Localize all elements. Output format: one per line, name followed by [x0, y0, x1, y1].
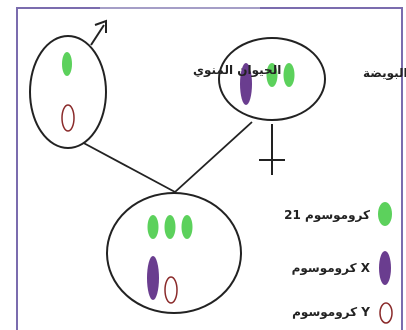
sperm-cell-outline	[29, 35, 107, 149]
sperm-label: الحيوان المنوي	[193, 63, 281, 78]
legend-label-chromosome-y: كروموسوم Y	[292, 305, 370, 320]
zygote-chromosome-x	[147, 256, 159, 300]
zygote-chromosome-21	[181, 215, 193, 239]
zygote-cell	[106, 192, 242, 314]
sperm-cell	[29, 19, 107, 149]
egg-cell	[218, 37, 326, 175]
egg-connector-line	[174, 121, 253, 193]
zygote-cell-outline	[106, 192, 242, 314]
egg-chromosome-x	[240, 63, 252, 105]
legend-label-chromosome-21: كروموسوم 21	[284, 208, 370, 223]
egg-label: البويضة	[363, 66, 406, 81]
egg-chromosome-21	[266, 63, 278, 87]
zygote-chromosome-y	[164, 276, 178, 304]
legend-label-chromosome-x: كروموسوم X	[292, 261, 371, 276]
egg-chromosome-21	[283, 63, 295, 87]
male-symbol-icon	[90, 24, 105, 46]
legend-swatch-chromosome-y	[379, 302, 393, 324]
zygote-chromosome-21	[164, 215, 176, 239]
sperm-connector-line	[77, 139, 176, 193]
zygote-chromosome-21	[147, 215, 159, 239]
sperm-chromosome-y	[61, 104, 75, 132]
legend-swatch-chromosome-21	[378, 202, 392, 226]
sperm-chromosome-21	[62, 52, 72, 76]
legend: كروموسوم 21 كروموسوم X كروموسوم Y	[284, 202, 393, 324]
legend-swatch-chromosome-x	[379, 251, 391, 285]
male-arrowhead-icon	[94, 19, 107, 33]
